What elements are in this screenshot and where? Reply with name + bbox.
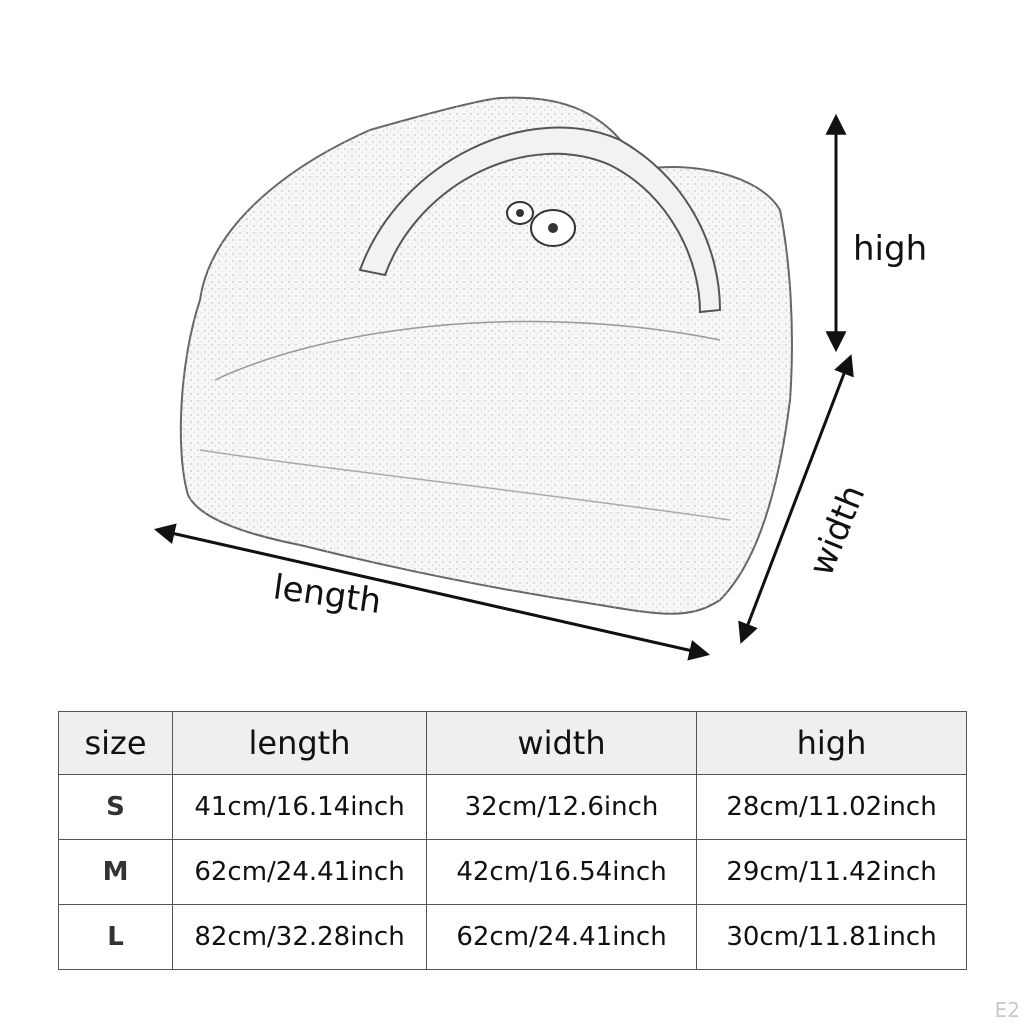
length-label: length <box>271 567 384 622</box>
table-row: L 82cm/32.28inch 62cm/24.41inch 30cm/11.… <box>58 904 967 970</box>
product-dimension-diagram: high width length <box>153 96 927 661</box>
length-cell: 41cm/16.14inch <box>172 774 427 840</box>
size-cell: L <box>58 904 173 970</box>
length-dimension-arrow <box>153 523 711 661</box>
high-label: high <box>853 229 927 269</box>
bean-bag-bed-sketch <box>179 96 793 615</box>
length-cell: 82cm/32.28inch <box>172 904 427 970</box>
width-label: width <box>801 479 873 581</box>
high-cell: 28cm/11.02inch <box>696 774 967 840</box>
size-cell: S <box>58 774 173 840</box>
size-cell: M <box>58 839 173 905</box>
width-dimension-arrow <box>738 354 854 644</box>
header-length: length <box>172 711 427 775</box>
high-cell: 29cm/11.42inch <box>696 839 967 905</box>
high-cell: 30cm/11.81inch <box>696 904 967 970</box>
length-cell: 62cm/24.41inch <box>172 839 427 905</box>
corner-mark: E2 <box>994 998 1020 1022</box>
width-cell: 42cm/16.54inch <box>426 839 697 905</box>
bed-eyes <box>506 201 576 247</box>
bed-handle <box>358 126 722 314</box>
header-high: high <box>696 711 967 775</box>
table-row: S 41cm/16.14inch 32cm/12.6inch 28cm/11.0… <box>58 774 967 840</box>
width-cell: 32cm/12.6inch <box>426 774 697 840</box>
table-header-row: size length width high <box>58 711 967 775</box>
header-width: width <box>426 711 697 775</box>
header-size: size <box>58 711 173 775</box>
table-row: M 62cm/24.41inch 42cm/16.54inch 29cm/11.… <box>58 839 967 905</box>
width-cell: 62cm/24.41inch <box>426 904 697 970</box>
bed-seat-seam <box>214 320 721 381</box>
bed-front-seam <box>199 449 731 521</box>
size-chart-table: size length width high S 41cm/16.14inch … <box>58 711 967 970</box>
